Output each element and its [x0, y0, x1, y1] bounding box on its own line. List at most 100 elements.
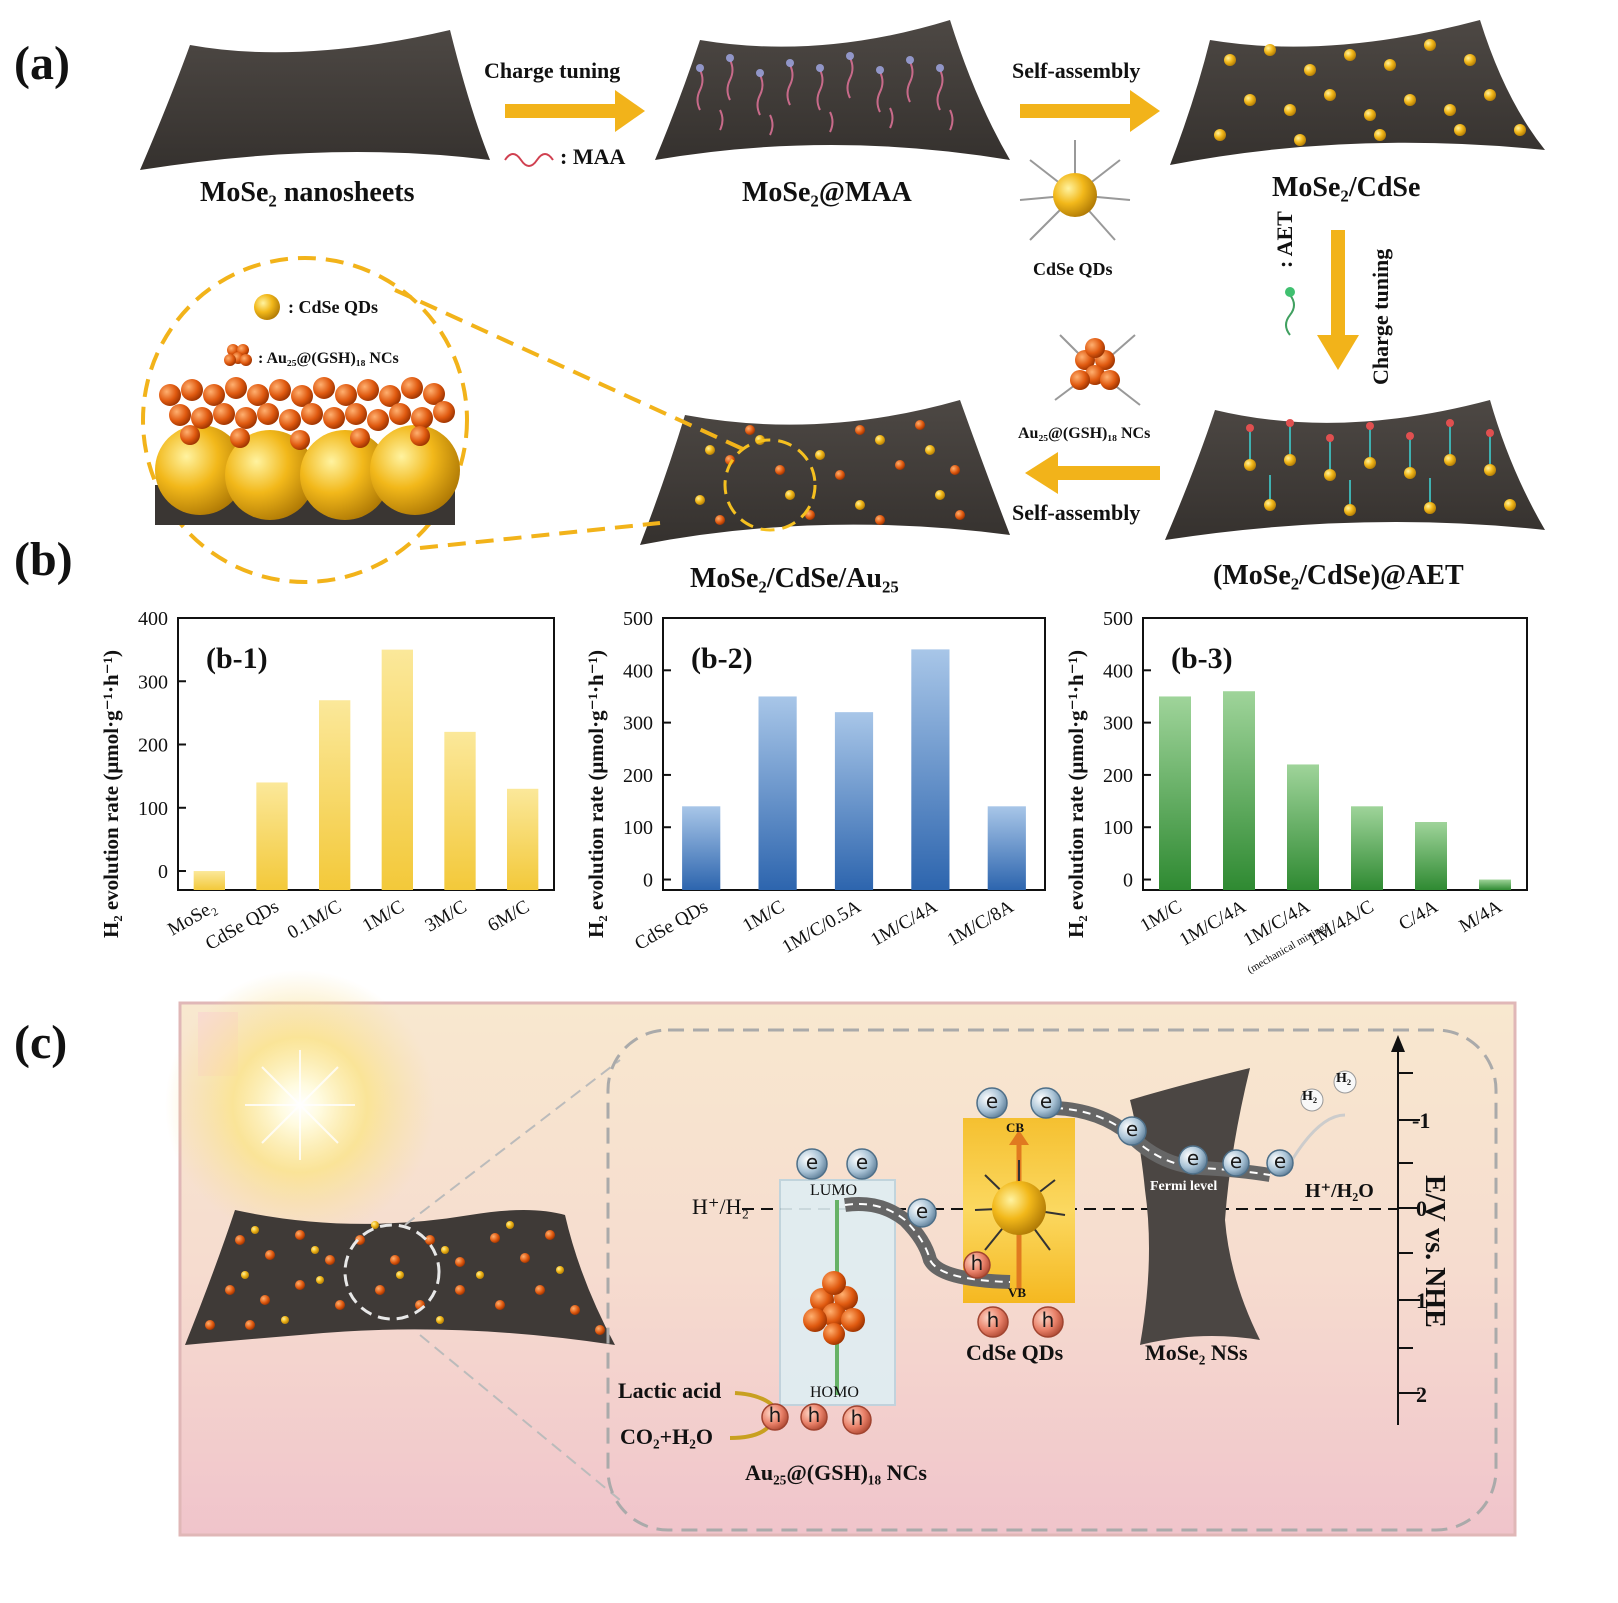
bar — [758, 696, 797, 890]
y-tick-label: 500 — [1103, 608, 1133, 630]
panel-c-label: (c) — [14, 1016, 68, 1069]
electron-glyph: e — [915, 1199, 929, 1223]
zoom-circle — [141, 256, 469, 584]
y-tick-label: 400 — [1103, 660, 1133, 682]
mose2-cdse-au-label: MoSe₂/CdSe/Au₂₅ — [690, 563, 899, 594]
maa-legend-label: : MAA — [560, 144, 626, 169]
axis-tick-0: 0 — [1416, 1196, 1427, 1221]
energy-axis — [1397, 1045, 1420, 1425]
hole-glyph: h — [970, 1251, 984, 1275]
y-axis-label: H₂ evolution rate (μmol·g⁻¹·h⁻¹) — [584, 650, 608, 938]
mose2-cdse-label: MoSe₂/CdSe — [1272, 172, 1421, 203]
axis-tick-1: 1 — [1416, 1288, 1427, 1313]
panel-b-charts: 0 100 200 300 400 (b-1) H₂ evolution rate (μmo… — [99, 608, 1528, 976]
mose2-nss-label: MoSe₂ NSs — [1145, 1340, 1248, 1365]
h2-bubbles — [1300, 1070, 1357, 1112]
y-tick-label: 0 — [1123, 870, 1133, 892]
bar — [1415, 822, 1447, 890]
au25-nc-label: Au₂₅@(GSH)₁₈ NCs — [745, 1460, 927, 1485]
y-tick-label: 200 — [138, 735, 168, 757]
bar — [1159, 696, 1191, 890]
y-tick-label: 300 — [623, 713, 653, 735]
mose2-ns-sheet — [1130, 1068, 1260, 1345]
electron-glyph: e — [985, 1089, 999, 1113]
electron-glyph: e — [1229, 1149, 1243, 1173]
self-assembly-label-2: Self-assembly — [1012, 500, 1141, 525]
self-assembly-label: Self-assembly — [1012, 58, 1141, 83]
maa-ligands — [696, 57, 954, 136]
bar — [444, 731, 476, 890]
chart-frame — [177, 617, 555, 891]
charge-tuning-label: Charge tuning — [484, 58, 621, 83]
electron-glyph: e — [1186, 1146, 1200, 1170]
cdse-dots — [1214, 39, 1526, 146]
panel-a-artwork — [140, 20, 1545, 584]
bar — [381, 649, 413, 890]
mechanism-inset — [606, 1028, 1498, 1532]
chart-title: (b-2) — [691, 642, 753, 675]
y-axis-label: H₂ evolution rate (μmol·g⁻¹·h⁻¹) — [99, 650, 123, 938]
mose2-cdse-aet-label: (MoSe₂/CdSe)@AET — [1213, 560, 1464, 591]
hole-glyph: h — [1041, 1308, 1055, 1332]
cdse-qd-ball — [992, 1181, 1046, 1235]
y-tick-label: 300 — [1103, 713, 1133, 735]
electron-glyph: e — [1039, 1089, 1053, 1113]
zoom-legend-au: : Au₂₅@(GSH)₁₈ NCs — [258, 350, 399, 367]
au25-legend-label: Au₂₅@(GSH)₁₈ NCs — [1018, 425, 1151, 442]
lactic-acid-label: Lactic acid — [618, 1378, 722, 1403]
bar — [1479, 879, 1511, 890]
mose2-maa-sheet — [655, 20, 1010, 160]
chart-title: (b-1) — [206, 642, 268, 675]
co2-h2o-label: CO₂+H₂O — [620, 1424, 713, 1449]
bar — [193, 871, 225, 890]
hole-balls — [761, 1251, 1064, 1435]
electron-balls — [796, 1087, 1294, 1228]
aet-squiggle-icon — [1285, 294, 1295, 336]
bar — [319, 700, 351, 890]
electron-glyph: e — [855, 1150, 869, 1174]
h2-label-a: H₂ — [1302, 1089, 1318, 1104]
chart-frame — [1142, 617, 1528, 891]
panel-a-label: (a) — [14, 37, 70, 90]
arrow-self-assembly-2 — [1025, 452, 1160, 494]
y-tick-label: 0 — [158, 861, 168, 883]
cdse-qds-legend-label: CdSe QDs — [1033, 259, 1113, 279]
y-tick-label: 400 — [623, 660, 653, 682]
axis-tick-2: 2 — [1416, 1382, 1427, 1407]
bar — [682, 806, 721, 890]
electron-glyph: e — [1125, 1117, 1139, 1141]
mose2-maa-label: MoSe₂@MAA — [742, 177, 912, 208]
arrow-charge-tuning-down — [1317, 230, 1359, 370]
arrow-charge-tuning — [505, 90, 645, 132]
y-tick-label: 100 — [138, 798, 168, 820]
cdse-aet-dots — [1244, 419, 1516, 516]
bar — [834, 712, 874, 890]
y-axis-label: H₂ evolution rate (μmol·g⁻¹·h⁻¹) — [1064, 650, 1088, 938]
mose2-sheet — [140, 30, 490, 170]
h-h2o-label: H⁺/H₂O — [1305, 1180, 1374, 1202]
arrow-self-assembly-1 — [1020, 90, 1160, 132]
maa-wave-icon — [504, 153, 554, 167]
y-tick-label: 200 — [1103, 765, 1133, 787]
y-tick-label: 100 — [1103, 817, 1133, 839]
bar — [1287, 764, 1319, 890]
bar — [987, 806, 1026, 890]
cdse-au-dots — [695, 420, 965, 532]
homo-label: HOMO — [810, 1384, 859, 1401]
y-tick-label: 500 — [623, 608, 653, 630]
au25-cluster-c — [803, 1271, 865, 1345]
mose2-cdse-sheet — [1170, 20, 1545, 165]
hole-glyph: h — [768, 1403, 782, 1427]
bar — [1223, 691, 1255, 890]
bar — [256, 782, 288, 890]
hole-glyph: h — [986, 1308, 1000, 1332]
bar — [507, 788, 539, 890]
y-tick-label: 200 — [623, 765, 653, 787]
cb-label: CB — [1006, 1120, 1025, 1135]
y-tick-label: 0 — [643, 870, 653, 892]
hole-glyph: h — [807, 1403, 821, 1427]
cdse-qds-label: CdSe QDs — [966, 1340, 1064, 1365]
vb-label: VB — [1008, 1285, 1027, 1300]
y-tick-label: 300 — [138, 671, 168, 693]
